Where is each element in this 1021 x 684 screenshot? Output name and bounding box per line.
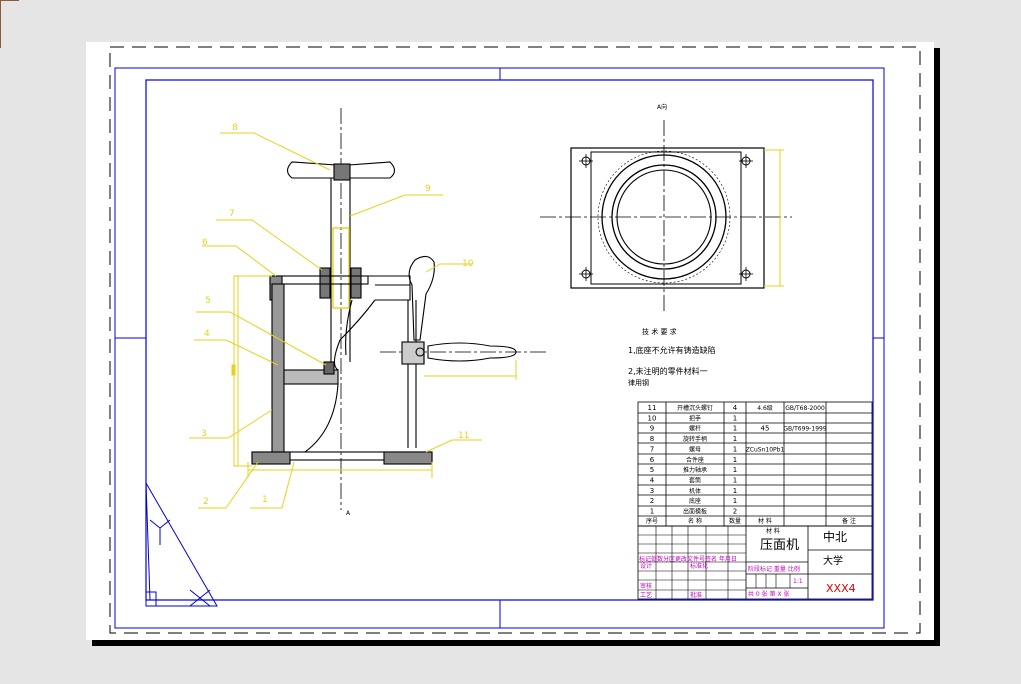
bom-row-qty: 4: [733, 404, 738, 412]
part-label-5: 5: [205, 296, 211, 306]
bom-row-qty: 1: [733, 497, 737, 505]
bom-row-no: 10: [648, 414, 657, 422]
top-view-title: A向: [657, 103, 667, 111]
bom-row-name: 机体: [689, 487, 701, 495]
tech-line-2a: 2,未注明的零件材料一: [628, 366, 708, 376]
approve-label: 批准: [690, 591, 702, 599]
centering-marks: [115, 68, 884, 628]
bom-header-material: 材 料: [758, 517, 772, 525]
inner-frame: [145, 79, 874, 601]
bom-row-no: 11: [648, 404, 657, 412]
bom-header-no: 序号: [646, 517, 658, 525]
bom-row-qty: 1: [733, 456, 737, 464]
bom-row-name: 开槽沉头螺钉: [677, 404, 713, 412]
bom-row-material: ZCuSn10Pb1: [746, 446, 785, 453]
bom-row-no: 1: [650, 508, 654, 516]
product-name: 压面机: [760, 538, 799, 553]
bom-row-no: 9: [650, 425, 654, 433]
part-label-11: 11: [458, 431, 469, 441]
bom-row-no: 4: [650, 477, 655, 485]
technical-requirements: 技 术 要 求 1,底座不允许有铸造缺陷 2,未注明的零件材料一 律用钢: [628, 327, 716, 387]
review-label: 审核: [640, 582, 652, 590]
part-label-4: 4: [204, 329, 210, 339]
title-block-text: 材 料 压面机 中北 大学 XXX4 标记处数分区更改文件号签名 年月日 设计 …: [639, 527, 856, 599]
bom-row-qty: 1: [733, 477, 737, 485]
material-header: 材 料: [766, 527, 780, 535]
process-label: 工艺: [640, 591, 652, 599]
sheets-label: 共 0 张 第 X 张: [748, 590, 789, 598]
bom-row-qty: 1: [733, 435, 737, 443]
bom-row-name: 套筒: [689, 477, 701, 485]
tech-line-2b: 律用钢: [628, 378, 649, 387]
front-view-dimensions: [189, 132, 517, 509]
tech-line-1: 1,底座不允许有铸造缺陷: [628, 345, 716, 355]
bom-row-name: 合件座: [686, 456, 704, 464]
bom-row-qty: 1: [733, 487, 737, 495]
bom-row-note: GB/T68-2000: [785, 405, 825, 412]
school-name-2: 大学: [823, 554, 843, 567]
bom-row-qty: 1: [733, 445, 737, 453]
bom-row-name: 推力轴承: [683, 466, 707, 474]
bom-row-no: 5: [650, 466, 654, 474]
dashed-border: [109, 46, 921, 634]
signature-row: 标记处数分区更改文件号签名 年月日: [639, 555, 737, 563]
bom-row-qty: 2: [733, 508, 737, 516]
tech-title: 技 术 要 求: [642, 327, 677, 336]
bom-row-name: 旋转手柄: [683, 435, 707, 443]
bom-header-name: 名 称: [688, 517, 702, 525]
bom-row-qty: 1: [733, 466, 737, 474]
design-label: 设计: [640, 562, 652, 570]
bom-row-material: 4.6级: [757, 404, 773, 412]
bom-row-no: 7: [650, 445, 654, 453]
part-label-6: 6: [202, 238, 208, 248]
part-labels: 8 9 10 7 6 5 4 3 2 1 11 A: [201, 123, 474, 517]
top-view: A向: [540, 103, 792, 312]
bom-row-name: 出面模板: [683, 508, 707, 516]
ucs-corner-mark: [0, 0, 19, 48]
standard-label: 标准化: [690, 562, 708, 570]
part-label-7: 7: [229, 209, 235, 219]
scale-value: 1:1: [793, 578, 803, 585]
bom-row-qty: 1: [733, 414, 737, 422]
top-view-dimensions: [764, 149, 784, 287]
part-label-1: 1: [262, 495, 268, 505]
bom-row-note: GB/T699-1999: [783, 426, 827, 433]
drawing-number: XXX4: [826, 582, 856, 595]
part-label-3: 3: [201, 429, 207, 439]
bom-header-qty: 数量: [729, 517, 741, 525]
bom-header-note: 备 注: [842, 517, 856, 525]
part-label-2: 2: [203, 497, 209, 507]
school-name: 中北: [823, 529, 847, 544]
orientation-triangle: [145, 481, 218, 607]
section-mark: A: [346, 510, 351, 517]
bom-row-no: 3: [650, 487, 654, 495]
bom-table: [637, 401, 873, 527]
bom-row-name: 螺母: [689, 445, 701, 453]
bom-row-name: 底座: [689, 497, 701, 505]
bom-row-no: 6: [650, 456, 655, 464]
bom-row-no: 2: [650, 497, 654, 505]
bom-row-name: 把手: [689, 414, 701, 422]
bom-row-no: 8: [650, 435, 654, 443]
part-label-9: 9: [425, 184, 431, 194]
bom-row-name: 螺杆: [689, 425, 701, 433]
bom-row-qty: 1: [733, 425, 737, 433]
part-label-8: 8: [232, 123, 238, 133]
front-view: [251, 108, 548, 510]
title-block: [637, 525, 873, 600]
part-label-10: 10: [462, 259, 474, 269]
bom-row-material: 45: [761, 425, 770, 433]
stage-label: 阶段标记 重量 比例: [748, 565, 800, 573]
